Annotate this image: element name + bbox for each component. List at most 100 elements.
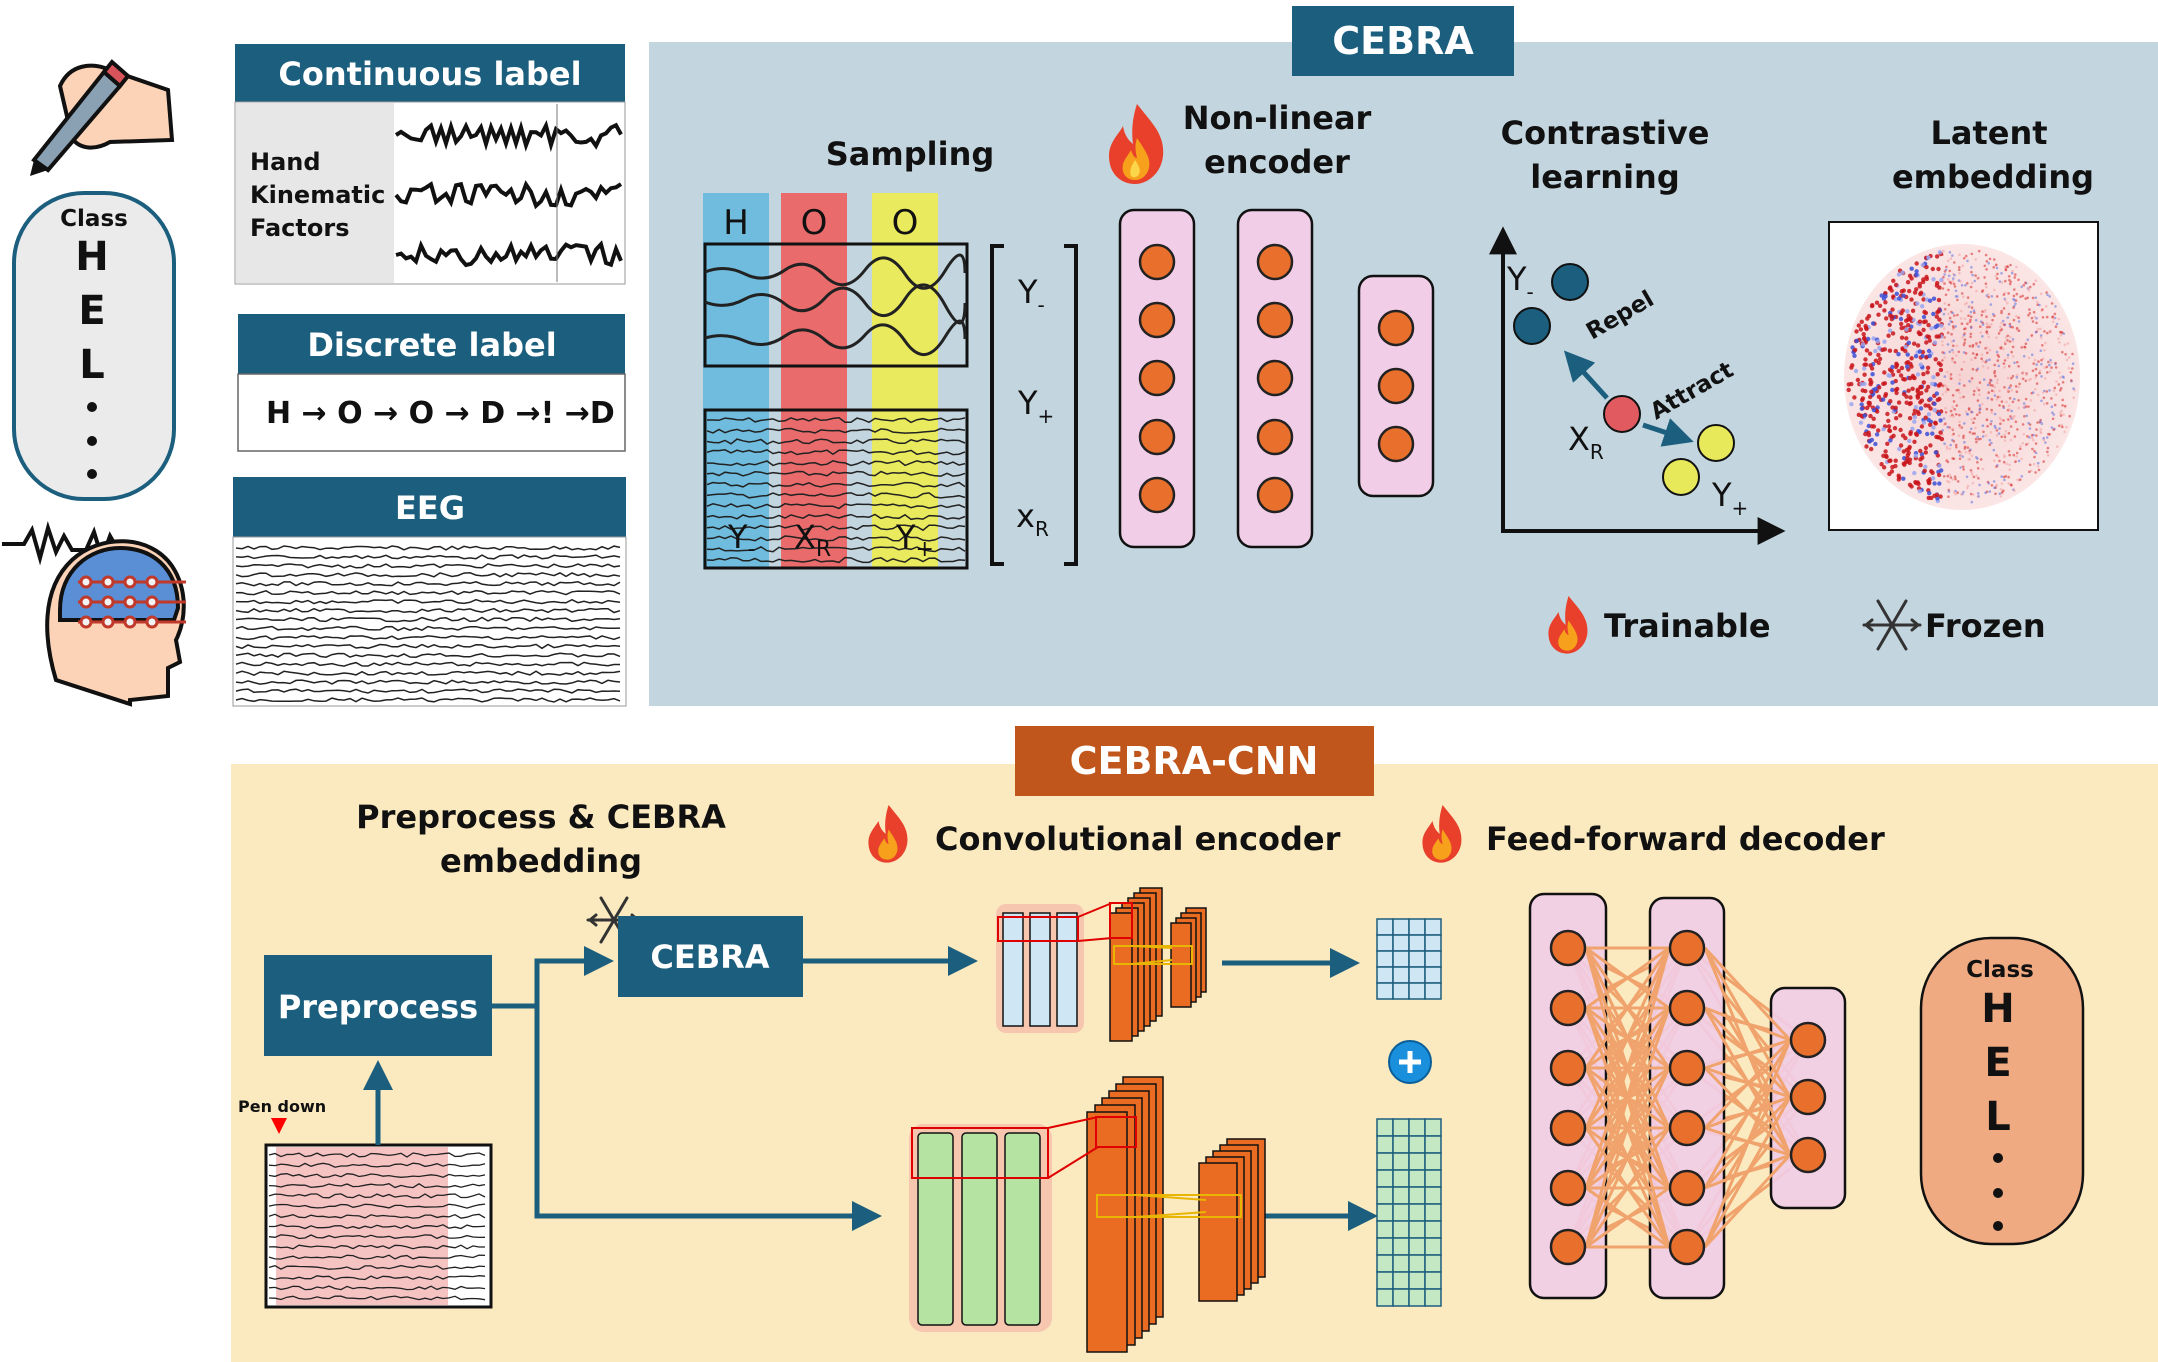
latent-point [2006,376,2010,380]
grid-cell [1376,1254,1394,1273]
latent-point [1969,332,1973,336]
pipeline-arrows [363,946,1378,1231]
decoder-node [1549,1049,1587,1087]
latent-point [1905,360,1911,365]
latent-point [1984,491,1987,495]
latent-point [1962,436,1965,440]
latent-point [1907,317,1912,322]
ff-decoder-label: Feed-forward decoder [1486,820,1885,858]
latent-point [1944,407,1947,410]
grid-cell [1376,982,1394,1000]
flame-icon [1548,596,1588,654]
latent-point [2053,312,2057,316]
latent-point [1962,434,1965,438]
latent-point [1932,401,1937,406]
eeg-trace-line [706,502,966,510]
latent-point [1948,473,1952,476]
latent-point [1995,277,1999,280]
latent-point [2035,321,2038,325]
latent-point [1863,388,1868,394]
latent-point [1932,408,1938,413]
latent-point [2059,411,2062,415]
latent-point [1958,382,1961,385]
grid-cell [1392,1237,1410,1256]
latent-point [1965,301,1968,305]
latent-point [1951,279,1954,283]
latent-label-line2: embedding [1892,158,2094,196]
latent-point [1967,458,1970,461]
latent-point [1998,459,2001,463]
latent-point [1937,481,1942,486]
latent-point [2025,443,2028,446]
eeg-trace-line [268,1193,486,1199]
latent-point [2008,453,2011,457]
latent-point [1986,383,1990,387]
input-class-letter-h: H [75,234,108,280]
latent-point [2004,336,2008,339]
latent-point [2034,442,2038,445]
latent-point [1849,402,1854,407]
latent-point [1871,416,1876,421]
latent-point [2056,445,2059,449]
latent-point [1951,348,1954,352]
latent-point [2059,376,2062,379]
grid-cell [1408,1135,1426,1154]
latent-point [1886,418,1891,424]
latent-point [1942,276,1945,279]
latent-point [1886,424,1892,429]
latent-point [2012,453,2016,457]
decoder-node [1789,1136,1827,1174]
latent-point [1993,258,1996,261]
latent-point [1981,435,1985,438]
latent-point [1977,495,1980,498]
latent-point [2013,288,2016,291]
kinematic-traces [394,104,623,282]
latent-point [1894,416,1899,421]
latent-point [2012,318,2016,322]
latent-point [1970,300,1974,304]
latent-point [2041,344,2044,347]
latent-point [1864,348,1870,353]
latent-point [2002,347,2005,351]
latent-point [2010,271,2014,275]
latent-point [1863,362,1869,367]
grid-cell [1376,1288,1394,1307]
latent-point [1962,343,1966,347]
latent-point [1974,426,1977,430]
latent-point [1990,484,1994,487]
latent-point [1952,432,1955,436]
latent-point [1969,318,1972,322]
latent-point [2011,325,2014,329]
latent-point [2046,450,2049,454]
latent-point [1913,431,1919,436]
latent-point [1972,309,1976,313]
pen-down-marker [271,1118,287,1134]
latent-point [1890,314,1895,319]
latent-point [2061,350,2064,354]
latent-point [1925,431,1930,437]
latent-point [1912,419,1917,424]
latent-point [1985,268,1988,271]
latent-point [2008,322,2012,326]
latent-point [2017,385,2021,389]
latent-point [2014,385,2018,388]
latent-point [1959,280,1962,283]
cnn-title: CEBRA-CNN [1070,739,1319,783]
latent-point [1981,467,1985,471]
latent-point [1942,475,1946,478]
latent-point [1926,334,1932,340]
latent-point [1930,431,1935,436]
latent-point [2040,375,2043,378]
latent-point [1955,404,1959,407]
latent-point [1917,319,1923,324]
decoder-connection [1704,1006,1791,1042]
latent-point [1912,470,1917,476]
latent-point [1983,276,1986,279]
latent-point [1931,425,1936,430]
latent-point [1969,335,1972,339]
latent-point [1908,431,1913,437]
latent-point [2045,436,2049,439]
latent-point [2036,465,2040,468]
latent-point [1969,315,1973,319]
eeg-trace-line [235,545,621,551]
